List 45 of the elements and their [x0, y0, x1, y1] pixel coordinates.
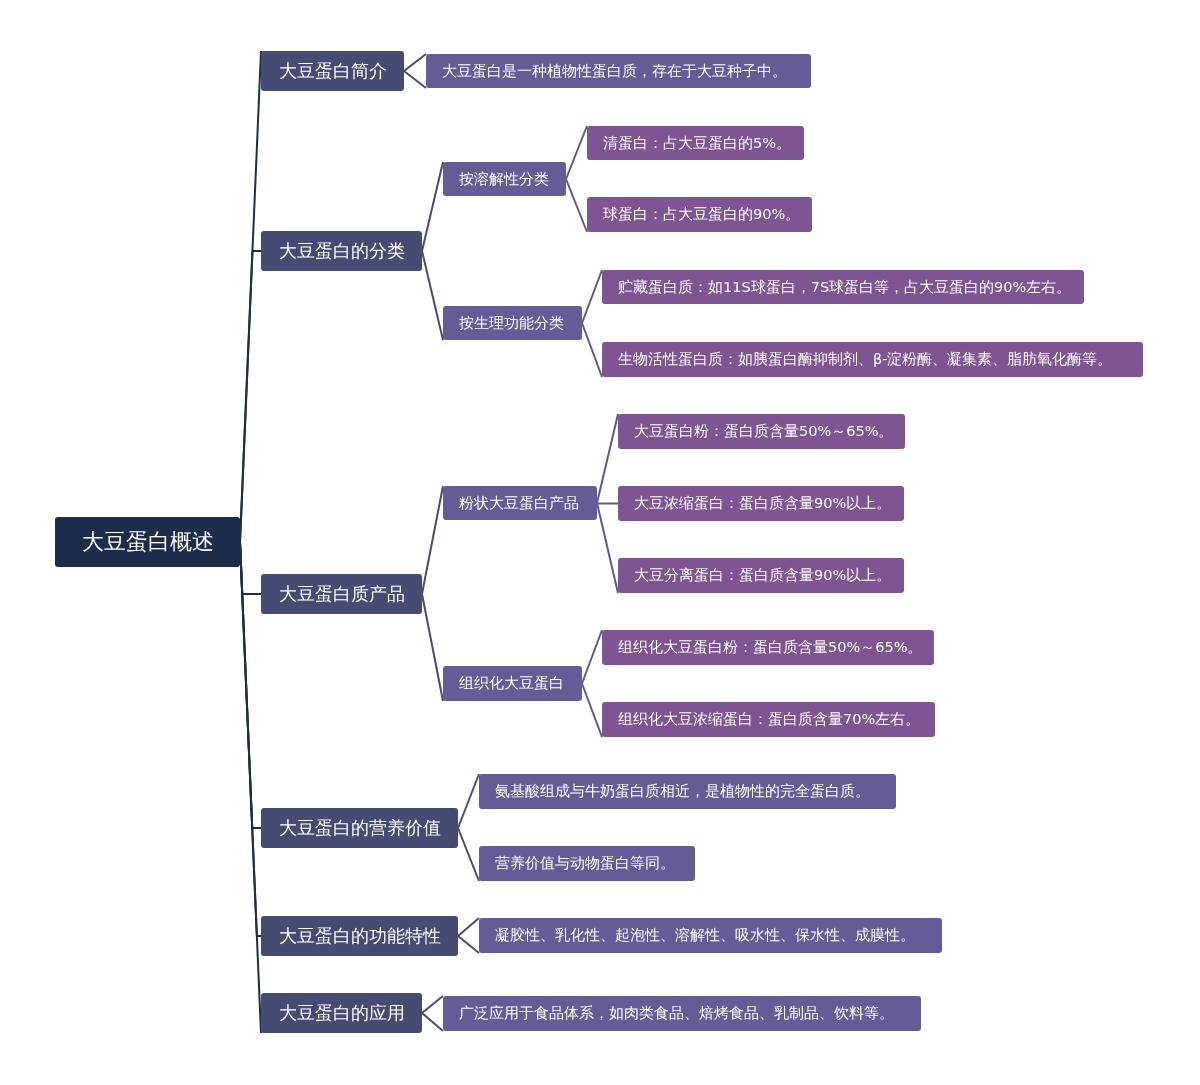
- subtopic: 凝胶性、乳化性、起泡性、溶解性、吸水性、保水性、成膜性。: [479, 918, 942, 953]
- subtopic: 粉状大豆蛋白产品: [443, 486, 597, 520]
- connector-line: [596, 502, 619, 594]
- connector-line: [581, 629, 603, 685]
- connector-line: [421, 250, 444, 341]
- connector-line: [421, 485, 444, 595]
- detail-topic: 生物活性蛋白质：如胰蛋白酶抑制剂、β-淀粉酶、凝集素、脂肪氧化酶等。: [602, 342, 1143, 377]
- subtopic: 按溶解性分类: [443, 162, 566, 196]
- connector-line: [421, 593, 444, 702]
- detail-topic: 组织化大豆蛋白粉：蛋白质含量50%～65%。: [602, 630, 935, 665]
- main-topic: 大豆蛋白的营养价值: [261, 808, 458, 848]
- connector-line: [403, 53, 427, 89]
- connector-line: [239, 541, 262, 1034]
- detail-topic: 球蛋白：占大豆蛋白的90%。: [587, 197, 813, 232]
- subtopic: 大豆蛋白是一种植物性蛋白质，存在于大豆种子中。: [426, 54, 811, 88]
- connector-line: [581, 269, 603, 324]
- detail-topic: 大豆分离蛋白：蛋白质含量90%以上。: [618, 558, 904, 593]
- connector-line: [239, 250, 262, 543]
- connector-line: [421, 161, 444, 252]
- detail-topic: 清蛋白：占大豆蛋白的5%。: [587, 126, 804, 160]
- connector-line: [581, 682, 603, 738]
- subtopic: 广泛应用于食品体系，如肉类食品、焙烤食品、乳制品、饮料等。: [443, 996, 921, 1031]
- subtopic: 按生理功能分类: [443, 306, 582, 340]
- main-topic: 大豆蛋白的应用: [261, 993, 422, 1033]
- subtopic: 营养价值与动物蛋白等同。: [479, 846, 695, 881]
- detail-topic: 大豆浓缩蛋白：蛋白质含量90%以上。: [618, 486, 904, 521]
- main-topic: 大豆蛋白质产品: [261, 574, 422, 614]
- connector-line: [565, 178, 588, 233]
- connector-line: [581, 322, 603, 378]
- main-topic: 大豆蛋白的分类: [261, 231, 422, 271]
- connector-line: [457, 917, 480, 954]
- subtopic: 氨基酸组成与牛奶蛋白质相近，是植物性的完全蛋白质。: [479, 774, 896, 809]
- connector-line: [421, 995, 444, 1032]
- connector-line: [596, 502, 619, 505]
- detail-topic: 大豆蛋白粉：蛋白质含量50%～65%。: [618, 414, 906, 449]
- connector-line: [565, 125, 588, 180]
- detail-topic: 组织化大豆浓缩蛋白：蛋白质含量70%左右。: [602, 702, 935, 737]
- connector-line: [457, 773, 480, 829]
- connector-line: [457, 827, 480, 882]
- central-topic: 大豆蛋白概述: [55, 517, 240, 567]
- detail-topic: 贮藏蛋白质：如11S球蛋白，7S球蛋白等，占大豆蛋白的90%左右。: [602, 270, 1084, 304]
- subtopic: 组织化大豆蛋白: [443, 666, 582, 701]
- connector-line: [596, 413, 619, 504]
- main-topic: 大豆蛋白简介: [261, 51, 404, 91]
- main-topic: 大豆蛋白的功能特性: [261, 916, 458, 956]
